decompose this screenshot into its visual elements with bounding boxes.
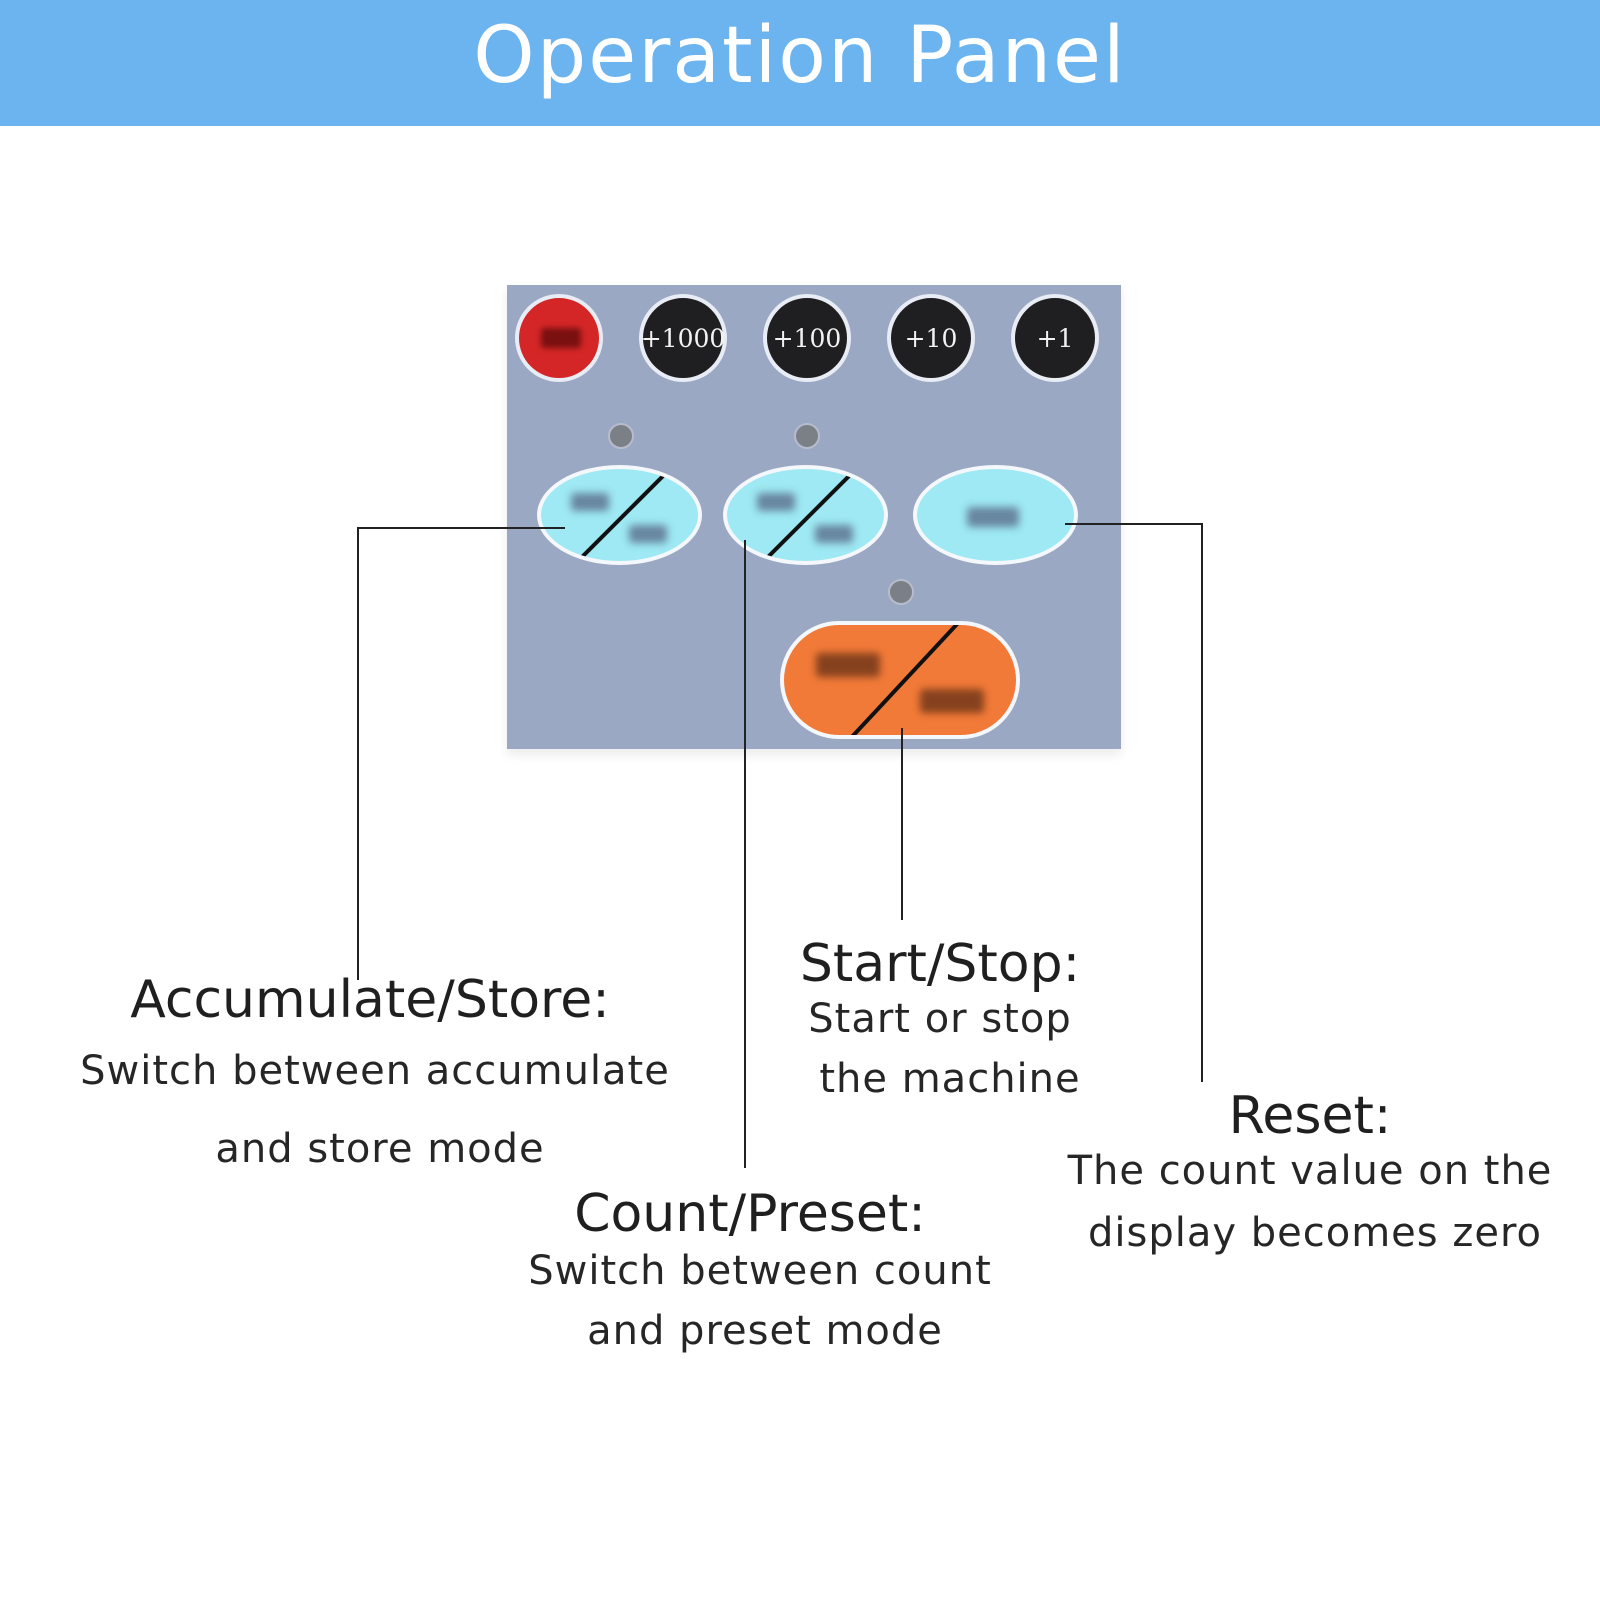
- plus-10-button[interactable]: +10: [887, 294, 975, 382]
- operation-panel: +1000 +100 +10 +1: [507, 285, 1121, 749]
- blurred-label-icon: [967, 507, 1019, 527]
- accumulate-store-title: Accumulate/Store:: [130, 970, 610, 1030]
- plus-1-label: +1: [1036, 323, 1074, 353]
- accumulate-store-desc-line1: Switch between accumulate: [80, 1048, 670, 1094]
- header-banner: Operation Panel: [0, 0, 1600, 126]
- count-preset-desc-line1: Switch between count: [528, 1248, 992, 1294]
- blurred-label-icon: [920, 689, 984, 713]
- slash-divider-icon: [578, 473, 666, 561]
- page-title: Operation Panel: [473, 11, 1127, 101]
- blurred-label-icon: [815, 525, 853, 543]
- start-stop-title: Start/Stop:: [799, 934, 1081, 994]
- plus-1000-label: +1000: [640, 323, 726, 353]
- plus-10-label: +10: [904, 323, 958, 353]
- start-stop-button[interactable]: [780, 621, 1020, 739]
- blurred-label-icon: [816, 653, 880, 677]
- slash-divider-icon: [847, 625, 961, 735]
- plus-1-button[interactable]: +1: [1011, 294, 1099, 382]
- slash-divider-icon: [764, 473, 852, 561]
- count-preset-title: Count/Preset:: [574, 1184, 926, 1244]
- blurred-label-icon: [757, 493, 795, 511]
- reset-desc-line2: display becomes zero: [1088, 1210, 1542, 1256]
- start-stop-desc-line2: the machine: [819, 1056, 1081, 1102]
- accumulate-store-button[interactable]: [537, 465, 702, 565]
- count-preset-desc-line2: and preset mode: [587, 1308, 943, 1354]
- plus-100-button[interactable]: +100: [763, 294, 851, 382]
- red-round-button[interactable]: [515, 294, 603, 382]
- blurred-label-icon: [629, 525, 667, 543]
- start-indicator-led: [888, 579, 914, 605]
- count-preset-button[interactable]: [723, 465, 888, 565]
- accumulate-store-desc-line2: and store mode: [215, 1126, 545, 1172]
- reset-title: Reset:: [1228, 1086, 1392, 1146]
- count-indicator-led: [794, 423, 820, 449]
- reset-desc-line1: The count value on the: [1067, 1148, 1553, 1194]
- blurred-label-icon: [571, 493, 609, 511]
- blurred-label-icon: [541, 328, 581, 348]
- accumulate-indicator-led: [608, 423, 634, 449]
- plus-100-label: +100: [772, 323, 842, 353]
- start-stop-desc-line1: Start or stop: [808, 996, 1072, 1042]
- reset-button[interactable]: [913, 465, 1078, 565]
- plus-1000-button[interactable]: +1000: [639, 294, 727, 382]
